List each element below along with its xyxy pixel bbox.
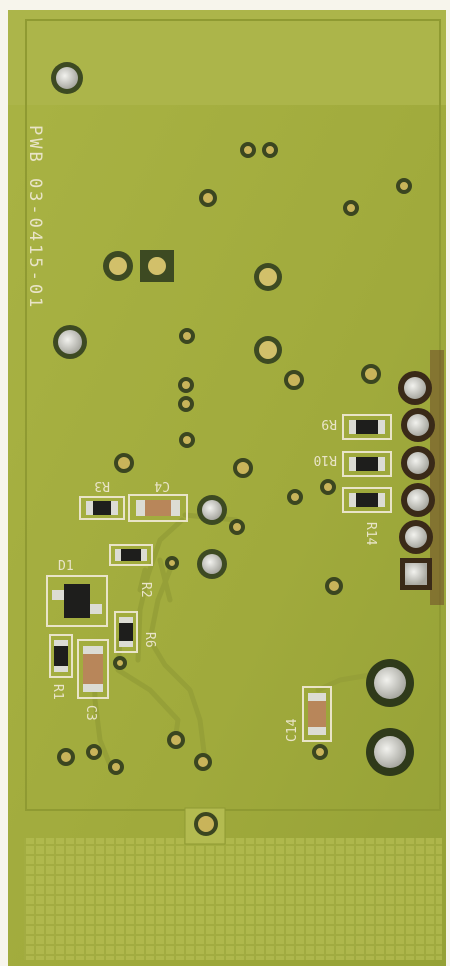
label-r2: R2 xyxy=(138,582,153,598)
label-c4: C4 xyxy=(154,478,170,493)
label-c3: C3 xyxy=(83,705,98,721)
gold-vias xyxy=(57,142,412,836)
large-gold-pads xyxy=(103,250,282,364)
label-r14: R14 xyxy=(363,522,378,546)
edge-connector xyxy=(398,350,444,605)
label-c14: C14 xyxy=(285,718,300,742)
board-marking: PWB 03-0415-01 xyxy=(25,125,45,310)
label-r6: R6 xyxy=(142,632,157,648)
label-d1: D1 xyxy=(58,559,74,574)
label-r1: R1 xyxy=(50,684,65,700)
board-top-strip xyxy=(8,10,446,105)
silver-pads xyxy=(51,62,414,776)
label-r10: R10 xyxy=(314,452,337,467)
label-r3: R3 xyxy=(94,478,110,493)
edge-hatch-area xyxy=(24,838,442,960)
smd-parts xyxy=(46,414,392,742)
label-r9: R9 xyxy=(321,416,337,431)
